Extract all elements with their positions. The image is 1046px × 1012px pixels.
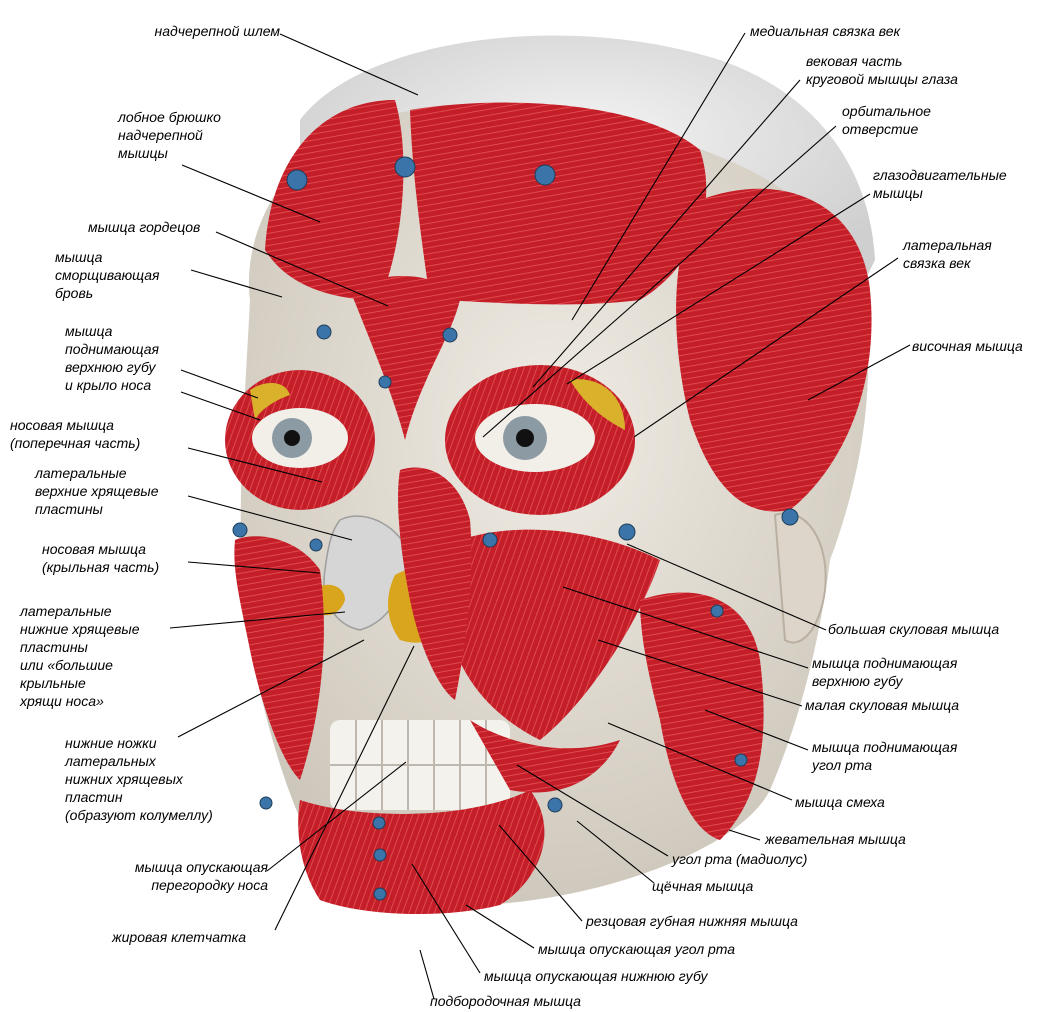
frontal-muscle-right (410, 103, 706, 305)
label-podn-verkh-gubu-krylo: мышца поднимающая верхнюю губу и крыло н… (65, 322, 195, 394)
label-malaya-skulovaya: малая скуловая мышца (805, 696, 1005, 714)
label-zhirovaya: жировая клетчатка (112, 928, 282, 946)
label-lobnoe-bryushko: лобное брюшко надчерепной мышцы (118, 108, 268, 162)
label-smekha: мышца смеха (795, 793, 945, 811)
label-podn-verkh-gubu: мышца поднимающая верхнюю губу (812, 654, 1002, 690)
label-ugol-rta: угол рта (мадиолус) (672, 850, 872, 868)
label-orbitalnoe: орбитальное отверстие (842, 102, 982, 138)
label-myshtsa-gordetsov: мышца гордецов (88, 218, 238, 236)
label-medial-svyazka: медиальная связка век (750, 22, 950, 40)
label-vekovaya-chast: вековая часть круговой мышцы глаза (806, 52, 1006, 88)
label-nosovaya-poperech: носовая мышца (поперечная часть) (10, 416, 185, 452)
label-zhevatelnaya: жевательная мышца (765, 830, 945, 848)
label-lat-verkh-khryashch: латеральные верхние хрящевые пластины (35, 464, 195, 518)
label-nadcherepnoy-shlem: надчерепной шлем (120, 22, 280, 40)
label-podborodochnaya: подбородочная мышца (430, 992, 630, 1010)
label-nosovaya-krylnaya: носовая мышца (крыльная часть) (42, 540, 202, 576)
label-nizhnie-nozhki: нижние ножки латеральных нижних хрящевых… (65, 734, 255, 824)
frontal-muscle-left (265, 100, 403, 300)
label-smorshch-brov: мышца сморщивающая бровь (55, 248, 195, 302)
label-opusk-ugol-rta: мышца опускающая угол рта (538, 940, 788, 958)
label-lateral-svyazka: латеральная связка век (903, 236, 1043, 272)
label-lat-nizh-khryashch: латеральные нижние хрящевые пластины или… (20, 602, 180, 710)
label-glazodvigatelnye: глазодвигательные мышцы (873, 166, 1043, 202)
label-shchechnaya: щёчная мышца (652, 877, 792, 895)
label-rezcovaya: резцовая губная нижняя мышца (586, 912, 846, 930)
label-visochnaya: височная мышца (912, 337, 1046, 355)
label-opusk-peregorodku: мышца опускающая перегородку носа (88, 858, 268, 894)
label-bolshaya-skulovaya: большая скуловая мышца (828, 620, 1038, 638)
label-opusk-nizh-gubu: мышца опускающая нижнюю губу (484, 967, 759, 985)
label-podn-ugol-rta: мышца поднимающая угол рта (812, 738, 1002, 774)
